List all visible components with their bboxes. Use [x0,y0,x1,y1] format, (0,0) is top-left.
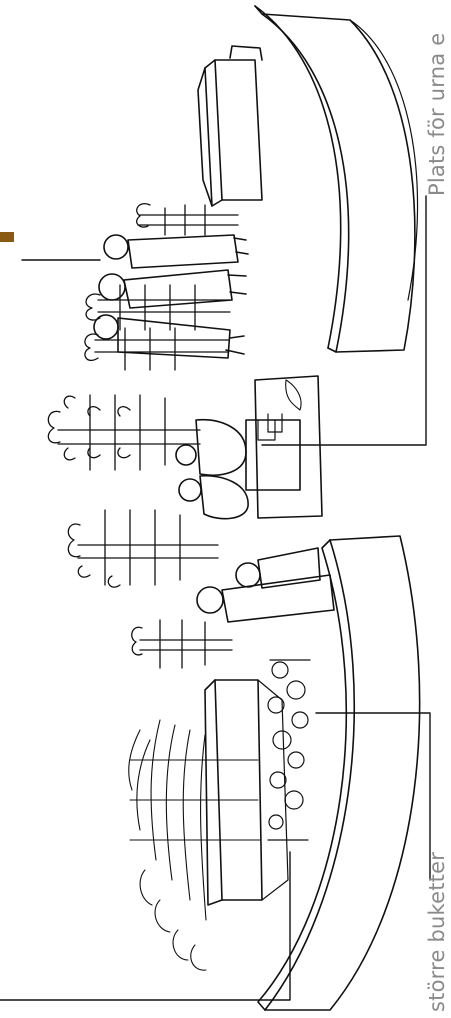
flower-bed [268,660,310,840]
top-stone-bench [198,46,262,206]
upper-memorial-wall [255,6,418,352]
tree-middle [68,510,232,668]
urn-place-label: Plats för urna e [425,33,449,196]
accent-marker [0,232,14,242]
bouquets-label: större buketter [425,852,449,1012]
tree-group-top [85,204,238,370]
urn-grave-stone [246,376,322,518]
lower-stone-bench [205,680,288,905]
people-at-urn [176,420,248,519]
leader-lines [0,196,430,1000]
weeping-tree [129,720,260,970]
people-lower-group [197,548,334,622]
